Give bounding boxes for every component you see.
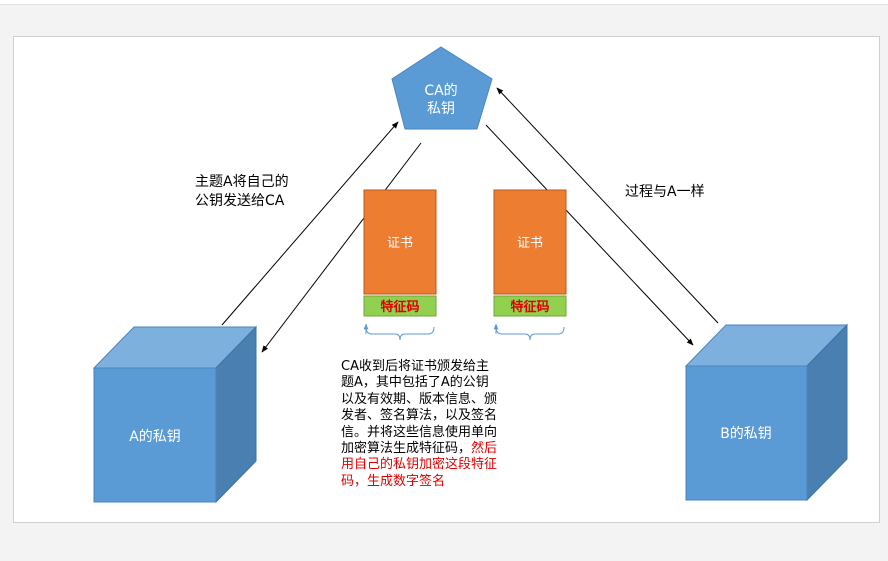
description-text: CA收到后将证书颁发给主题A，其中包括了A的公钥以及有效期、版本信息、颁发者、签… — [341, 359, 501, 490]
certificate-a-feature: 特征码 — [380, 299, 419, 315]
certificate-b-label: 证书 — [517, 236, 543, 251]
b-private-key-node: B的私钥 — [684, 323, 849, 502]
certificate-b: 证书 特征码 — [493, 189, 567, 341]
description-red: 然后用自己的私钥加密这段特征码，生成数字签名 — [341, 441, 498, 489]
certificate-a: 证书 特征码 — [363, 189, 437, 341]
arrow-ca-to-a — [261, 142, 422, 353]
a-private-key-node: A的私钥 — [92, 325, 258, 504]
top-bar — [0, 0, 888, 5]
certificate-b-feature: 特征码 — [510, 299, 549, 315]
arrow-a-to-ca — [221, 121, 399, 326]
a-label: A的私钥 — [129, 429, 181, 445]
description-black: CA收到后将证书颁发给主题A，其中包括了A的公钥以及有效期、版本信息、颁发者、签… — [341, 359, 498, 457]
arrow-b-to-ca — [496, 87, 719, 324]
ca-label-line2: 私钥 — [427, 101, 455, 117]
arrow-ca-to-b — [485, 124, 694, 346]
annotation-a-to-ca-line1: 主题A将自己的 — [195, 174, 289, 190]
b-label: B的私钥 — [720, 426, 772, 442]
ca-private-key-node: CA的 私钥 — [391, 46, 493, 130]
annotation-a-to-ca-line2: 公钥发送给CA — [195, 193, 285, 209]
certificate-a-label: 证书 — [387, 236, 413, 251]
ca-label-line1: CA的 — [424, 83, 457, 99]
annotation-b-same: 过程与A一样 — [625, 184, 705, 200]
